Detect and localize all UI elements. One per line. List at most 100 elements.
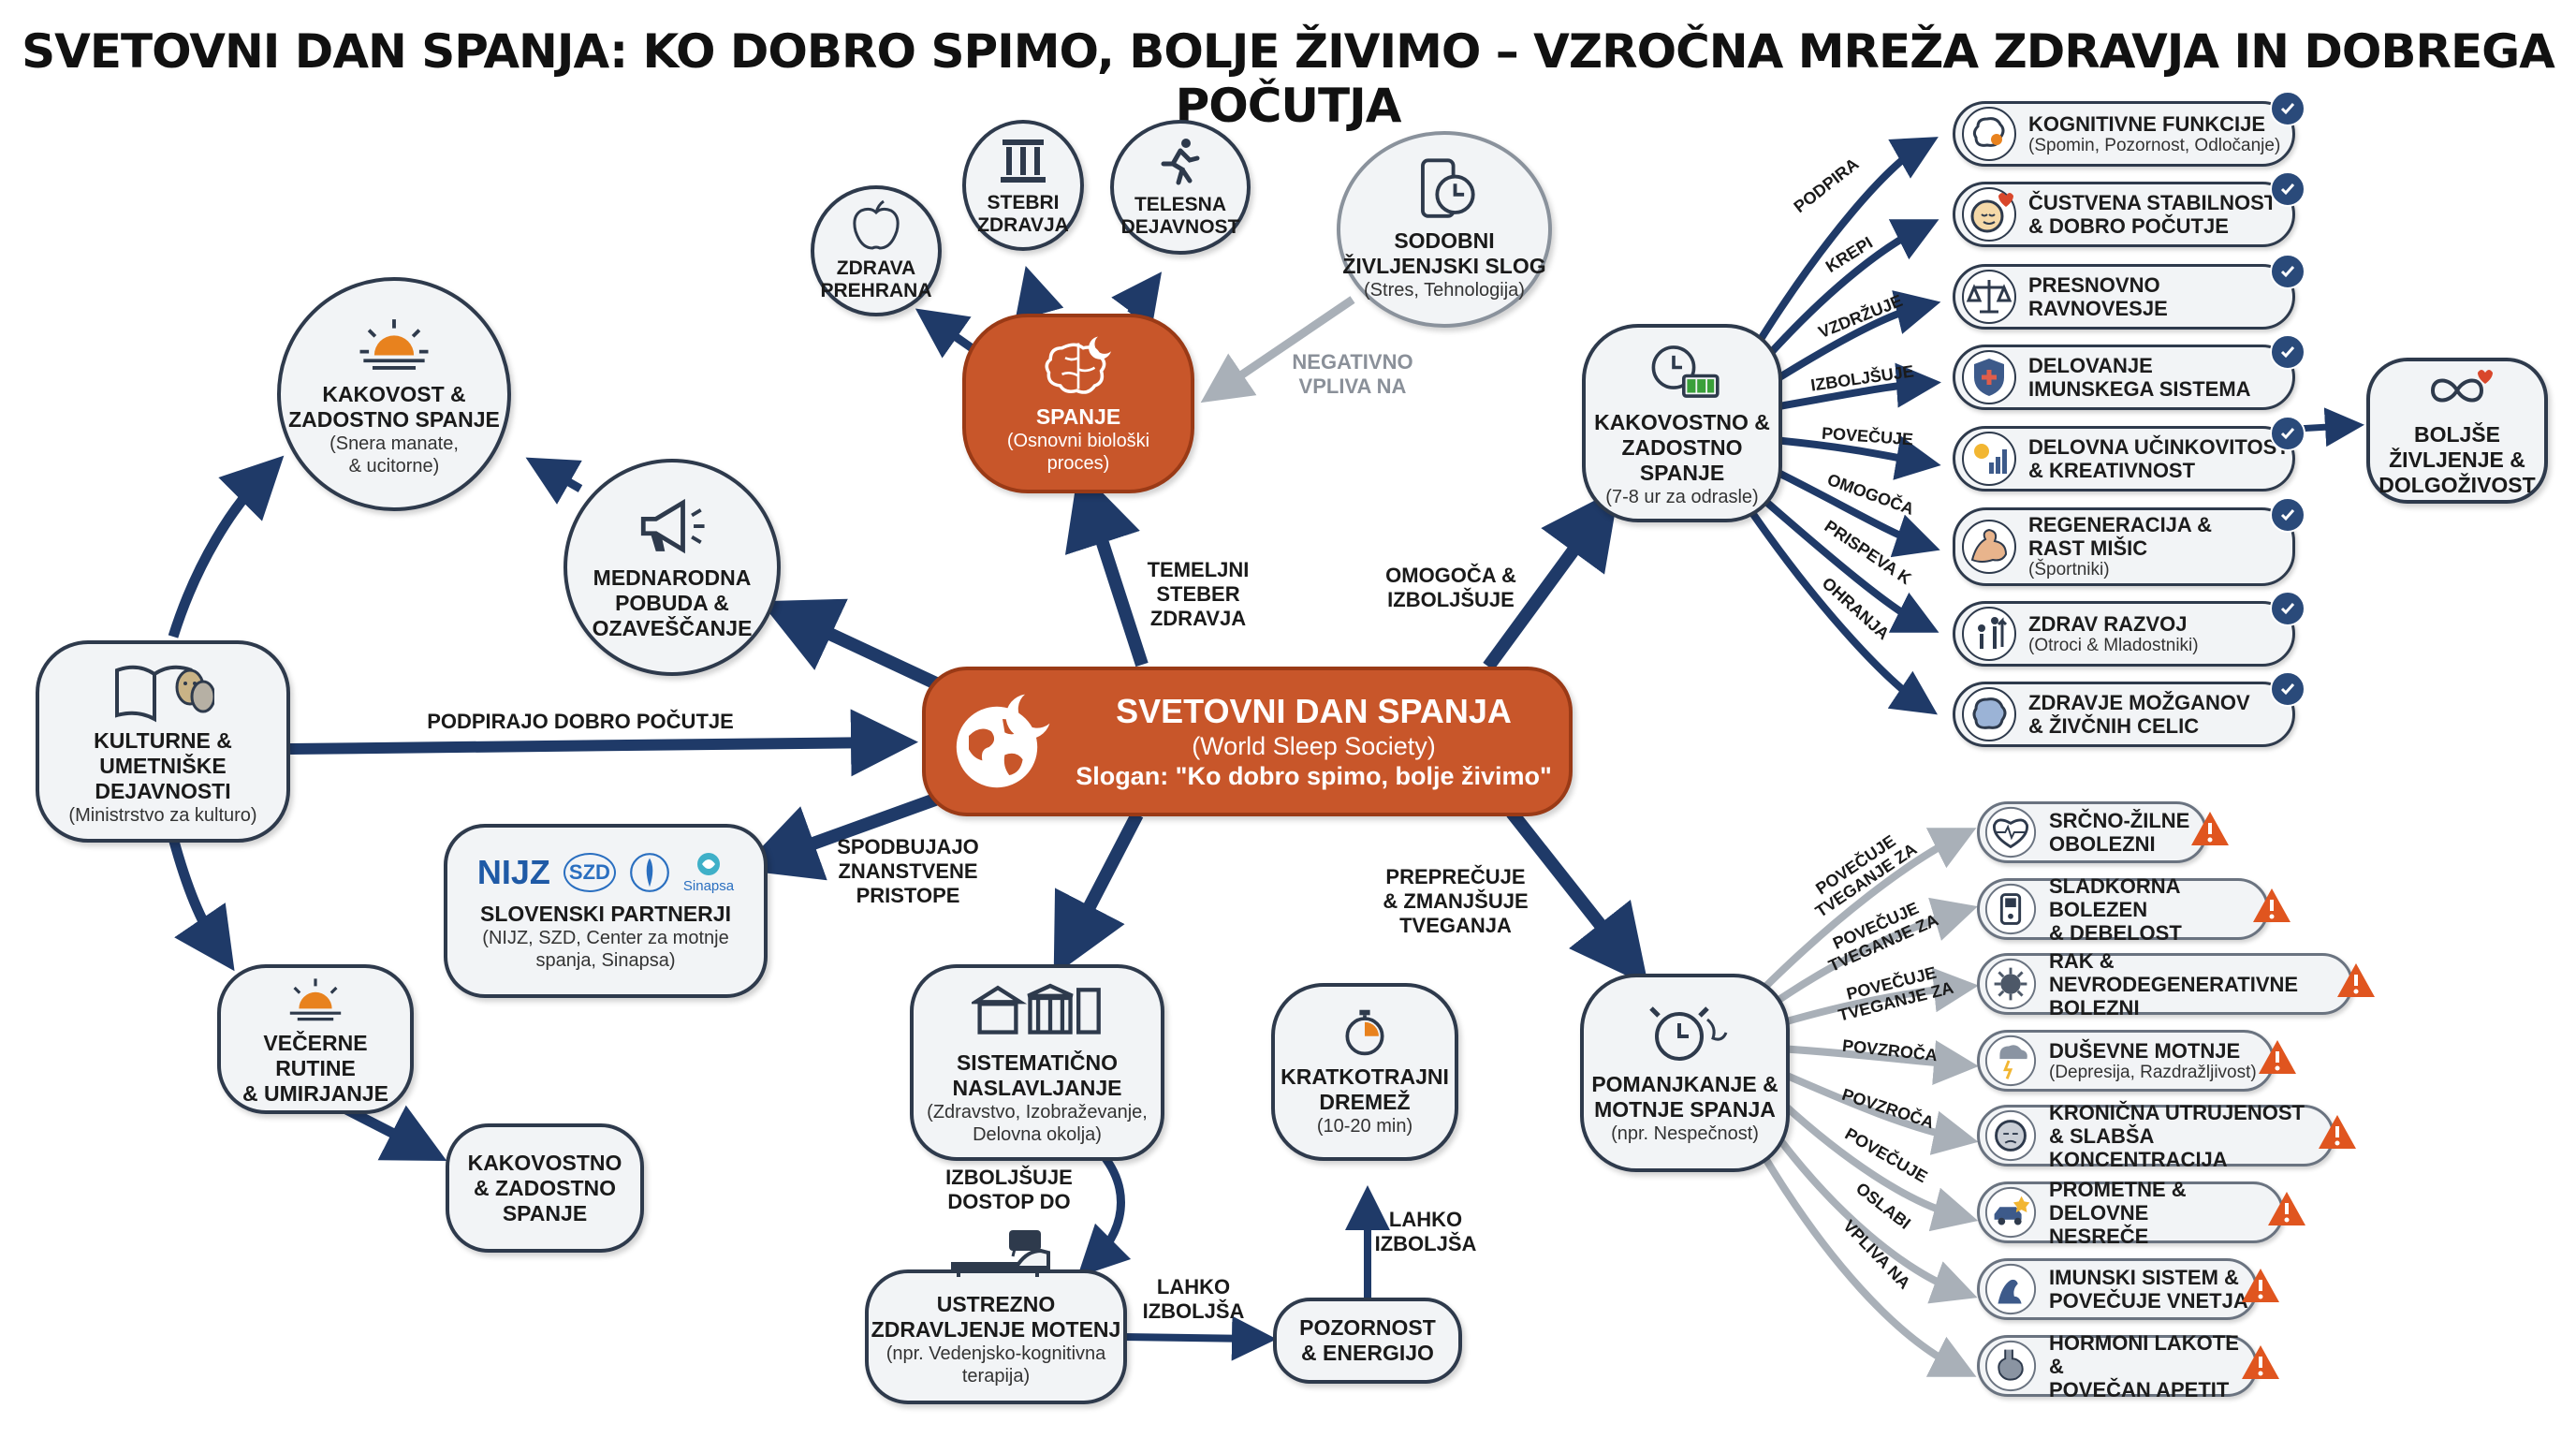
page-title: SVETOVNI DAN SPANJA: KO DOBRO SPIMO, BOL… xyxy=(22,24,2555,133)
node-spanje: SPANJE (Osnovni biološki proces) xyxy=(962,314,1194,493)
couch-icon xyxy=(951,1230,1050,1277)
warning-icon xyxy=(2319,1115,2356,1149)
arrow-vecerne-kakovost xyxy=(344,1105,447,1162)
sunset-icon xyxy=(359,319,429,370)
stopwatch-icon xyxy=(1345,1009,1384,1056)
check-icon xyxy=(2270,91,2305,126)
arrow-kulturne-center xyxy=(289,709,918,777)
check-icon xyxy=(2270,254,2305,289)
benefit-imunski-sistem: DELOVANJE IMUNSKEGA SISTEMA xyxy=(1953,334,2305,410)
sinapsa-logo-icon xyxy=(697,853,720,875)
node-pomanjkanje-motnje-spanja: POMANJKANJE & MOTNJE SPANJA (npr. Nespeč… xyxy=(1580,974,1790,1172)
vecerne-title: VEČERNE RUTINE & UMIRJANJE xyxy=(242,1030,388,1106)
arrow-benefit-2 xyxy=(1757,219,1939,368)
growth-icon xyxy=(1962,607,2016,661)
kulturne-subtitle: (Ministrstvo za kulturo) xyxy=(68,804,257,826)
ustrezno-title: USTREZNO ZDRAVLJENJE MOTENJ xyxy=(871,1292,1121,1342)
pomanjkanje-subtitle: (npr. Nespečnost) xyxy=(1611,1123,1759,1144)
benefit-custvena-stabilnost: ČUSTVENA STABILNOST & DOBRO POČUTJE xyxy=(1953,171,2305,247)
partnerji-subtitle: (NIJZ, SZD, Center za motnje spanja, Sin… xyxy=(482,928,729,971)
benefit-regeneracija-misic: REGENERACIJA & RAST MIŠIC(Športniki) xyxy=(1953,497,2305,586)
arrow-center-kakovostno xyxy=(1483,488,1619,671)
arrow-benefit-6 xyxy=(1767,464,1940,558)
telesna-title: TELESNA DEJAVNOST xyxy=(1120,194,1240,238)
arrow-ustrezno-pozornost xyxy=(1122,1315,1277,1361)
arrow-risk-3 xyxy=(1772,967,1979,1029)
boljse-title: BOLJŠE ŽIVLJENJE & DOLGOŽIVOST xyxy=(2378,421,2536,497)
arrow-risk-1 xyxy=(1757,828,1977,995)
warning-icon xyxy=(2268,1192,2305,1225)
spanje-subtitle: (Osnovni biološki proces) xyxy=(1006,430,1150,474)
scale-icon xyxy=(1962,270,2016,324)
sodobni-subtitle: (Stres, Tehnologija) xyxy=(1364,280,1525,301)
arrow-center-spanje xyxy=(1064,468,1149,668)
apple-icon xyxy=(853,199,900,250)
warning-icon xyxy=(2337,963,2375,997)
clock-battery-icon xyxy=(1651,345,1720,398)
arrow-kulturne-kakovost xyxy=(168,455,285,638)
arrow-risk-8 xyxy=(1747,1131,1977,1377)
arrow-spanje-stebri xyxy=(1015,265,1064,322)
label-spodbujajo: SPODBUJAJO ZNANSTVENE PRISTOPE xyxy=(837,835,979,907)
arrow-benefit-7 xyxy=(1757,492,1939,633)
arrow-benefit-8 xyxy=(1747,507,1938,715)
risk-prometne-nesrece: PROMETNE & DELOVNE NESREČE xyxy=(1977,1178,2305,1248)
arrow-risk-7 xyxy=(1761,1116,1978,1304)
arrow-risk-4 xyxy=(1778,1040,1979,1086)
car-crash-icon xyxy=(1984,1186,2037,1239)
arrow-risk-2 xyxy=(1766,897,1978,1010)
brain-icon xyxy=(1962,687,2016,741)
risk-kronicna-utrujenost: KRONIČNA UTRUJENOST & SLABŠA KONCENTRACI… xyxy=(1977,1101,2356,1171)
stomach-icon xyxy=(1984,1340,2037,1392)
check-icon xyxy=(2270,671,2305,707)
glucometer-icon xyxy=(1984,883,2037,935)
node-sodobni-zivljenjski-slog: SODOBNI ŽIVLJENJSKI SLOG (Stres, Tehnolo… xyxy=(1337,131,1552,328)
center-logo-icon xyxy=(629,852,669,892)
node-boljse-zivljenje: BOLJŠE ŽIVLJENJE & DOLGOŽIVOST xyxy=(2366,358,2548,504)
check-icon xyxy=(2270,334,2305,370)
label-negativno-vpliva: NEGATIVNO VPLIVA NA xyxy=(1292,350,1413,398)
center-title: SVETOVNI DAN SPANJA xyxy=(1116,692,1512,730)
benefit-zdrav-razvoj: ZDRAV RAZVOJ(Otroci & Mladostniki) xyxy=(1953,591,2305,667)
label-preprecuje: PREPREČUJE & ZMANJŠUJE TVEGANJA xyxy=(1383,865,1529,937)
risk-dusevne-motnje: DUŠEVNE MOTNJE(Depresija, Razdražljivost… xyxy=(1977,1030,2296,1092)
arrow-benefit-1 xyxy=(1747,137,1939,359)
arrow-center-sistematicno xyxy=(1053,811,1144,976)
benefit-zdravje-mozganov: ZDRAVJE MOŽGANOV & ŽIVČNIH CELIC xyxy=(1953,671,2305,747)
risk-hormoni-lakote: HORMONI LAKOTE & POVEČAN APETIT xyxy=(1977,1331,2279,1401)
node-stebri-zdravja: STEBRI ZDRAVJA xyxy=(962,120,1084,251)
risk-sladkorna: SLADKORNA BOLEZEN & DEBELOST xyxy=(1977,874,2291,945)
risk-srcno-zilne: SRČNO-ŽILNE OBOLEZNI xyxy=(1977,801,2229,863)
storm-head-icon xyxy=(1984,1034,2037,1087)
node-telesna-dejavnost: TELESNA DEJAVNOST xyxy=(1110,120,1251,255)
node-pozornost-energijo: POZORNOST & ENERGIJO xyxy=(1273,1298,1462,1384)
shield-icon xyxy=(1962,350,2016,404)
benefit-kognitivne-funkcije: KOGNITIVNE FUNKCIJE(Spomin, Pozornost, O… xyxy=(1953,91,2305,167)
ustrezno-subtitle: (npr. Vedenjsko-kognitivna terapija) xyxy=(886,1343,1106,1387)
benefit-presnovno-ravnovesje: PRESNOVNO RAVNOVESJE xyxy=(1953,254,2305,330)
arrow-risk-5 xyxy=(1777,1068,1979,1155)
spanje-title: SPANJE xyxy=(1035,404,1121,429)
label-lahko-izboljsa-1: LAHKO IZBOLJŠA xyxy=(1142,1275,1245,1323)
sinapsa-logo: Sinapsa xyxy=(683,850,734,894)
sistematicno-subtitle: (Zdravstvo, Izobraževanje, Delovna okolj… xyxy=(927,1102,1148,1145)
heart-pulse-icon xyxy=(1984,806,2037,858)
broken-clock-icon xyxy=(1649,1006,1728,1061)
arrow-spanje-telesna xyxy=(1111,271,1163,328)
check-icon xyxy=(2270,497,2305,533)
node-sistematicno-naslavljanje: SISTEMATIČNO NASLAVLJANJE (Zdravstvo, Iz… xyxy=(910,964,1164,1161)
stebri-title: STEBRI ZDRAVJA xyxy=(977,192,1069,236)
dremez-subtitle: (10-20 min) xyxy=(1316,1116,1413,1137)
node-vecerne-rutine: VEČERNE RUTINE & UMIRJANJE xyxy=(217,964,414,1114)
warning-icon xyxy=(2191,812,2229,845)
node-kakovost-zadostno-spanje-left: KAKOVOST & ZADOSTNO SPANJE (Snera manate… xyxy=(277,277,511,511)
partner-logos: NIJZ SZD Sinapsa xyxy=(477,850,734,894)
arrow-pobuda-kakovost xyxy=(525,457,583,505)
check-icon xyxy=(2270,416,2305,451)
arrow-benefit-4 xyxy=(1773,362,1941,411)
warning-icon xyxy=(2259,1040,2296,1074)
calm-face-icon xyxy=(1962,187,2016,242)
arrow-center-pomanjkanje xyxy=(1506,808,1649,986)
